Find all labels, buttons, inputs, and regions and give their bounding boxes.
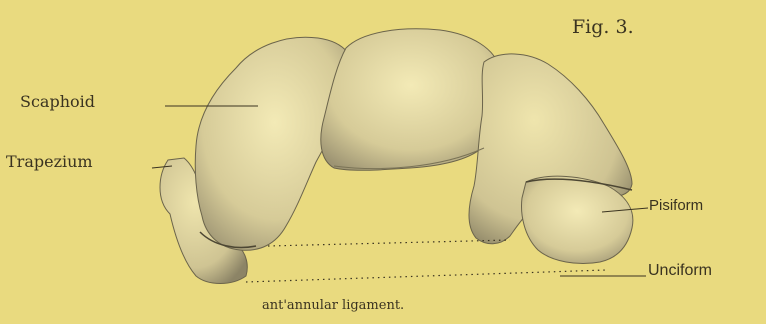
annular-ligament-label: ant'annular ligament. [262, 298, 404, 313]
pisiform-label: Pisiform [649, 197, 703, 214]
figure-number: Fig. 3. [572, 16, 634, 38]
annular-ligament-line-upper [268, 240, 510, 246]
semilunar-bone [321, 29, 501, 171]
unciform-label: Unciform [648, 262, 712, 280]
scaphoid-label: Scaphoid [20, 92, 95, 111]
annular-ligament-line-lower [246, 270, 606, 282]
trapezium-label: Trapezium [6, 152, 93, 171]
